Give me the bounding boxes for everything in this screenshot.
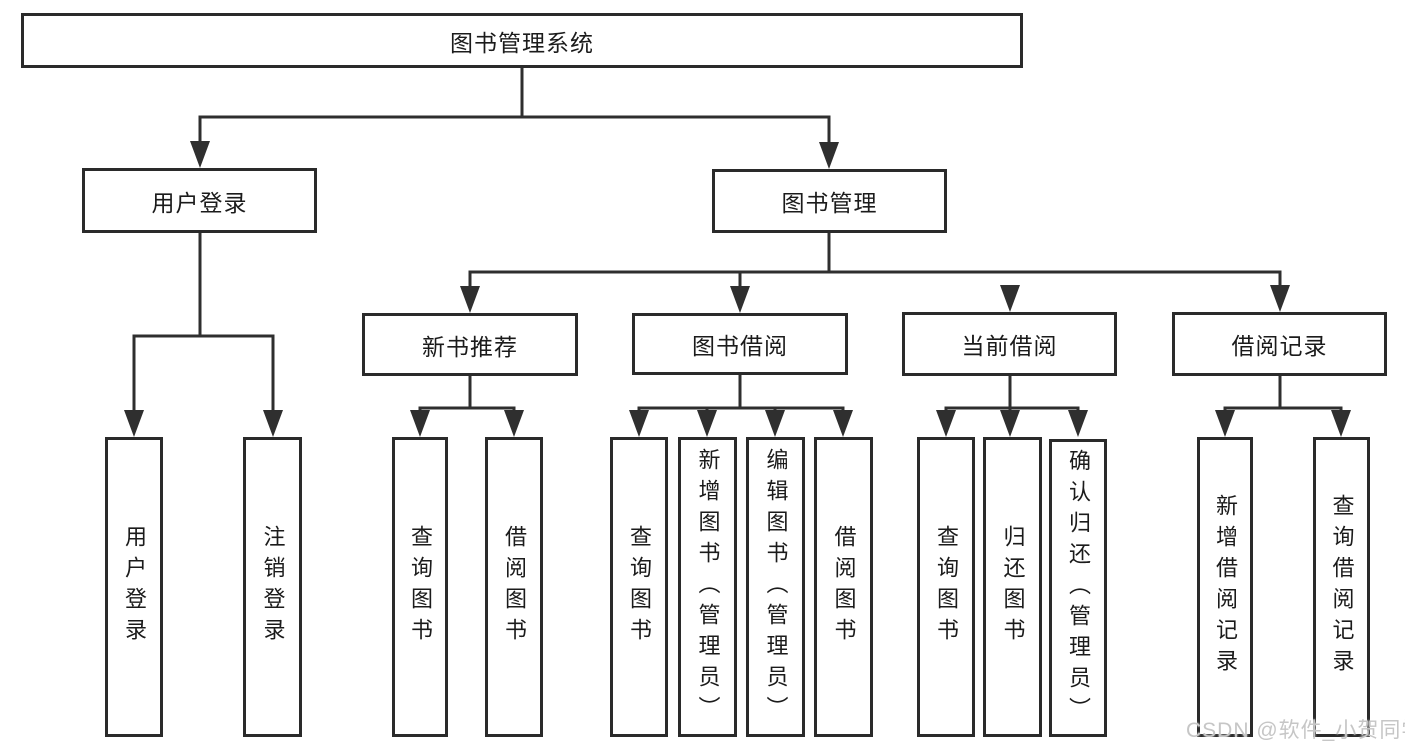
watermark-csdn: CSDN @软件_小贺同学 <box>1186 719 1405 742</box>
leaf-return-books: 归还图书 <box>983 437 1042 737</box>
leaf-borrow-books-borrowing: 借阅图书 <box>814 437 873 737</box>
leaf-query-books-borrowing: 查询图书 <box>610 437 668 737</box>
node-book-management: 图书管理 <box>712 169 947 233</box>
node-library-management-system: 图书管理系统 <box>21 13 1023 68</box>
leaf-add-borrow-record: 新增借阅记录 <box>1197 437 1253 737</box>
node-user-login: 用户登录 <box>82 168 317 233</box>
leaf-add-books-admin: 新增图书（管理员） <box>678 437 737 737</box>
leaf-logout: 注销登录 <box>243 437 302 737</box>
leaf-query-books-recommend: 查询图书 <box>392 437 448 737</box>
leaf-user-login: 用户登录 <box>105 437 163 737</box>
leaf-query-borrow-record: 查询借阅记录 <box>1313 437 1370 737</box>
leaf-borrow-books-recommend: 借阅图书 <box>485 437 543 737</box>
node-current-borrowing: 当前借阅 <box>902 312 1117 376</box>
node-book-borrowing: 图书借阅 <box>632 313 848 375</box>
leaf-edit-books-admin: 编辑图书（管理员） <box>746 437 805 737</box>
node-new-book-recommendation: 新书推荐 <box>362 313 578 376</box>
node-borrowing-records: 借阅记录 <box>1172 312 1387 376</box>
leaf-query-books-current: 查询图书 <box>917 437 975 737</box>
leaf-confirm-return-admin: 确认归还（管理员） <box>1049 439 1107 737</box>
